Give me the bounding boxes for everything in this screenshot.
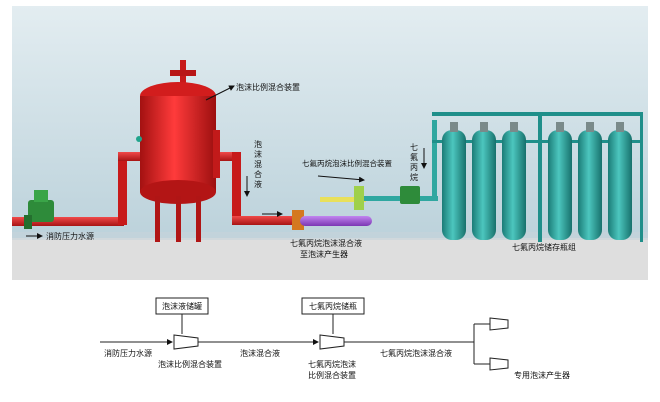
tank-inlet-pipe xyxy=(118,152,154,161)
tank-gauge xyxy=(136,136,142,142)
scene-arrows xyxy=(26,85,427,239)
red-piping xyxy=(12,152,302,226)
label-heptafluoro-vertical: 七 氟 丙 烷 xyxy=(410,143,418,182)
vchar-2: 混 xyxy=(254,160,262,169)
label-flow-water-source: 消防压力水源 xyxy=(104,348,152,358)
label-bottle-group: 七氟丙烷储存瓶组 xyxy=(512,242,576,252)
bottle-4 xyxy=(548,130,572,240)
scene-floor xyxy=(12,238,648,280)
vchar-3: 合 xyxy=(254,169,262,179)
inlet-pipe xyxy=(12,217,124,226)
bottle-valve-6 xyxy=(616,122,624,132)
tank-leg-left xyxy=(155,196,160,242)
vchar-0: 泡 xyxy=(254,139,262,149)
bottle-valve-3 xyxy=(510,122,518,132)
teal-riser xyxy=(432,120,437,200)
bottle-3 xyxy=(502,130,526,240)
label-foam-mixture-vertical: 泡 沫 混 合 液 xyxy=(254,139,262,189)
label-flow-generator: 专用泡沫产生器 xyxy=(514,370,570,380)
tank-shell xyxy=(140,96,216,192)
hchar-1: 氟 xyxy=(410,152,418,162)
proportioner-bar xyxy=(320,197,366,202)
label-mixture-line2: 至泡沫产生器 xyxy=(300,249,348,259)
hchar-0: 七 xyxy=(410,143,418,152)
arrow-proportioner xyxy=(205,85,235,101)
inlet-valve-body xyxy=(28,200,54,222)
tank-vent-cap xyxy=(170,70,196,76)
vchar-4: 液 xyxy=(254,179,262,189)
teal-valve xyxy=(400,186,420,204)
down-pipe xyxy=(232,152,241,224)
frame-divider xyxy=(538,112,542,242)
bottle-1 xyxy=(442,130,466,240)
hchar-3: 烷 xyxy=(410,172,418,182)
inlet-valve-actuator xyxy=(34,190,48,202)
tank-outlet-pipe xyxy=(204,152,240,161)
purple-pipe xyxy=(300,216,372,226)
bottle-valve-2 xyxy=(480,122,488,132)
label-flow-foam-proportioner: 泡沫比例混合装置 xyxy=(158,359,222,369)
flow-diagram: 泡沫液储罐 七氟丙烷储瓶 消防压力水源 泡沫比例混合装置 泡沫混合液 七氟丙烷泡… xyxy=(100,297,570,380)
tank-side-tube xyxy=(213,130,220,178)
tank-leg-right xyxy=(196,196,201,242)
bottle-valve-5 xyxy=(586,122,594,132)
label-flow-hepta-mixture: 七氟丙烷泡沫混合液 xyxy=(380,348,452,358)
bottle-5 xyxy=(578,130,602,240)
arrow-hepta-proportioner xyxy=(317,175,365,183)
bottle-valve-1 xyxy=(450,122,458,132)
riser-pipe xyxy=(118,155,127,225)
mix-valve xyxy=(292,210,304,230)
bottle-valve-4 xyxy=(556,122,564,132)
label-flow-foam-mixture: 泡沫混合液 xyxy=(240,348,280,358)
inlet-valve xyxy=(24,190,54,229)
mixture-pipe xyxy=(232,216,302,225)
foam-tank xyxy=(136,60,220,242)
bottle-6 xyxy=(608,130,632,240)
frame-top xyxy=(432,112,640,116)
proportioner-body xyxy=(354,186,364,210)
label-fire-water-source: 消防压力水源 xyxy=(46,231,94,241)
label-foam-proportioner: 泡沫比例混合装置 xyxy=(236,82,300,92)
bottle-group xyxy=(432,112,643,242)
heptafluoro-proportioner xyxy=(292,120,438,230)
label-hepta-proportioner: 七氟丙烷泡沫比例混合装置 xyxy=(302,158,392,168)
foam-proportioner-symbol xyxy=(173,334,199,350)
label-foam-tank: 泡沫液储罐 xyxy=(162,301,202,311)
inlet-valve-flange xyxy=(24,215,32,229)
frame-mid xyxy=(432,140,640,143)
label-heptafluoro-bottle: 七氟丙烷储瓶 xyxy=(309,301,357,311)
label-flow-hepta-prop-1: 七氟丙烷泡沫 xyxy=(308,359,356,369)
hchar-2: 丙 xyxy=(410,163,418,172)
vchar-1: 沫 xyxy=(254,149,262,159)
generator-top-symbol xyxy=(489,317,509,331)
label-mixture-line1: 七氟丙烷泡沫混合液 xyxy=(290,238,362,248)
bottle-2 xyxy=(472,130,496,240)
generator-bottom-symbol xyxy=(489,357,509,371)
label-flow-hepta-prop-2: 比例混合装置 xyxy=(308,370,356,380)
frame-right xyxy=(640,112,643,242)
tank-leg-mid xyxy=(176,196,181,242)
hepta-proportioner-symbol xyxy=(319,334,345,350)
